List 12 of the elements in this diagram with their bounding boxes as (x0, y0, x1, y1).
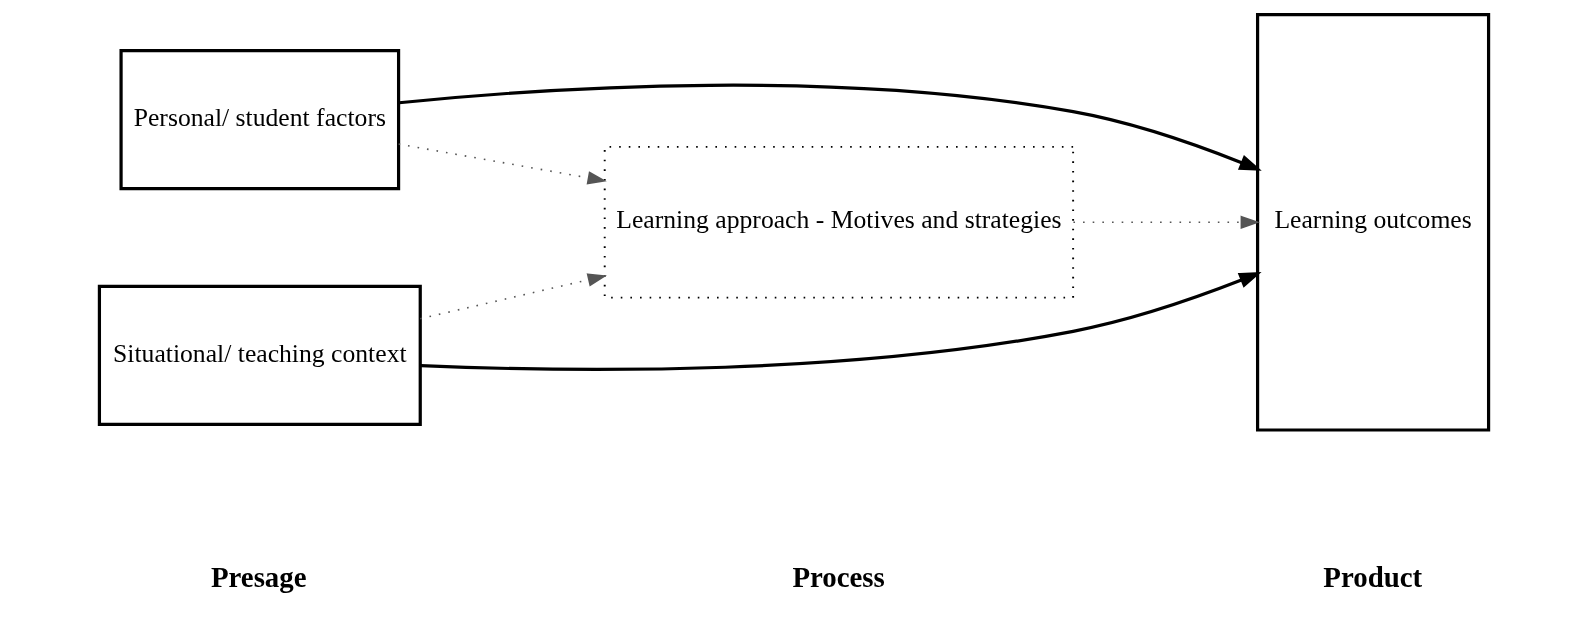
arrow (420, 272, 1262, 372)
arrow (398, 83, 1262, 171)
arrow (1072, 215, 1260, 229)
arrow (419, 273, 607, 320)
label: Presage (210, 561, 307, 594)
label: Product (1322, 561, 1422, 594)
node-box: Learning outcomes (1255, 12, 1490, 432)
node-box: Learning approach - Motives and strategies (603, 145, 1074, 299)
node-box: Personal/ student factors (118, 49, 400, 191)
node-box: Situational/ teaching context (97, 284, 422, 426)
label: Process (791, 561, 885, 594)
arrow (397, 143, 607, 185)
